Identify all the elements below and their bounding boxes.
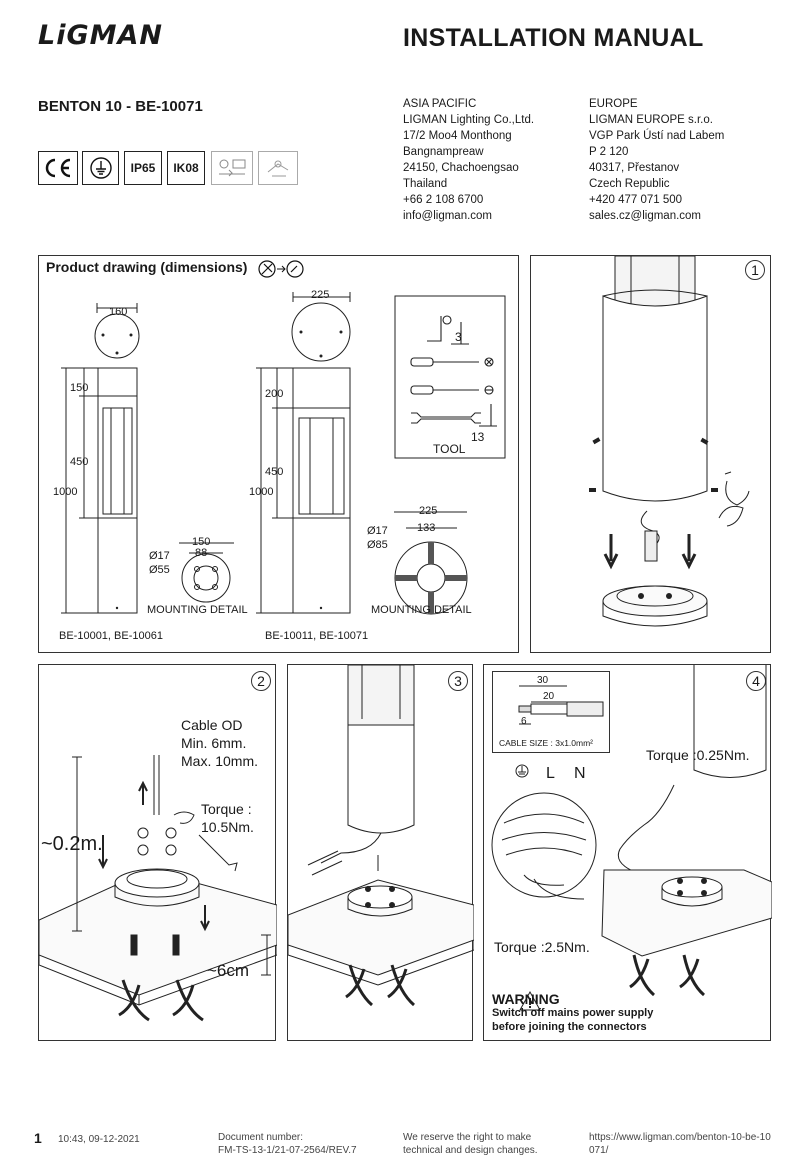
cable-min-label: Min. 6mm. xyxy=(181,735,247,751)
step-1-number: 1 xyxy=(745,260,765,280)
product-url-line-1[interactable]: https://www.ligman.com/benton-10-be-10 xyxy=(589,1132,771,1143)
height-label: ~0.2m. xyxy=(41,833,103,855)
mounting-icon xyxy=(258,151,298,185)
dim-right-lens: 450 xyxy=(265,466,284,478)
dim-right-total: 1000 xyxy=(249,486,274,498)
europe-city: 40317, Přestanov xyxy=(589,162,680,174)
warning-line-1: Switch off mains power supply xyxy=(492,1007,654,1019)
step-1-panel: 1 xyxy=(530,255,771,653)
dim-left-total: 1000 xyxy=(53,486,78,498)
dimension-drawings xyxy=(61,292,506,615)
drawing-title: Product drawing (dimensions) xyxy=(46,259,248,275)
mount-left-outer: 150 xyxy=(192,536,211,548)
document-number-label: Document number: xyxy=(218,1132,304,1143)
rights-notice: We reserve the right to make technical a… xyxy=(403,1131,538,1157)
europe-region: EUROPE xyxy=(589,98,638,110)
mount-right-hole: Ø17 xyxy=(367,525,388,537)
asia-district: Bangnampreaw xyxy=(403,146,484,158)
screwdriver-arrow-icon xyxy=(258,260,304,278)
ce-mark-icon xyxy=(38,151,78,185)
product-url-line-2[interactable]: 071/ xyxy=(589,1145,609,1156)
hex-key-size: 3 xyxy=(455,330,462,344)
cable-size-label: CABLE SIZE : 3x1.0mm² xyxy=(499,738,593,748)
europe-company: LIGMAN EUROPE s.r.o. xyxy=(589,114,713,126)
document-number: Document number: FM-TS-13-1/21-07-2564/R… xyxy=(218,1131,357,1157)
ligman-logo: LiGMAN xyxy=(38,20,163,51)
europe-district: P 2 120 xyxy=(589,146,629,158)
cable-strip-illustration xyxy=(518,685,604,725)
depth-label: ~6cm xyxy=(207,961,250,980)
step-3-number: 3 xyxy=(448,671,468,691)
warning-line-2: before joining the connectors xyxy=(492,1021,647,1033)
live-terminal-label: L xyxy=(546,765,555,782)
asia-street: 17/2 Moo4 Monthong xyxy=(403,130,512,142)
strip-length-6: 6 xyxy=(521,716,527,727)
document-number-value: FM-TS-13-1/21-07-2564/REV.7 xyxy=(218,1145,357,1156)
mount-left-hole: Ø17 xyxy=(149,550,170,562)
page-title: INSTALLATION MANUAL xyxy=(403,24,704,52)
warning-title: WARNING xyxy=(492,991,560,1007)
step-3-illustration xyxy=(288,665,474,1007)
europe-email[interactable]: sales.cz@ligman.com xyxy=(589,210,702,222)
asia-email[interactable]: info@ligman.com xyxy=(403,210,493,222)
models-right: BE-10011, BE-10071 xyxy=(265,630,369,642)
neutral-terminal-label: N xyxy=(574,765,586,782)
dim-left-head: 150 xyxy=(70,382,89,394)
product-url[interactable]: https://www.ligman.com/benton-10-be-10 0… xyxy=(589,1131,771,1157)
asia-company: LIGMAN Lighting Co.,Ltd. xyxy=(403,114,535,126)
wrench-size: 13 xyxy=(471,430,485,444)
tool-label: TOOL xyxy=(433,442,466,456)
cable-max-label: Max. 10mm. xyxy=(181,753,259,769)
step-1-illustration xyxy=(589,256,750,627)
dim-top-right: 225 xyxy=(311,289,330,301)
dim-left-lens: 450 xyxy=(70,456,89,468)
rights-notice-line-2: technical and design changes. xyxy=(403,1145,538,1156)
cable-od-label: Cable OD xyxy=(181,717,243,733)
mount-left-inner: 88 xyxy=(195,547,208,559)
asia-country: Thailand xyxy=(403,178,448,190)
step-4-panel: 4 30 20 6 CABLE SIZE : 3x1.0mm² xyxy=(483,664,772,1041)
asia-city: 24150, Chachoengsao xyxy=(403,162,519,174)
earth-class-icon xyxy=(82,151,119,185)
mount-label-left: MOUNTING DETAIL xyxy=(147,604,248,616)
mount-right-inner: 133 xyxy=(417,522,436,534)
cable-strip-box: 30 20 6 CABLE SIZE : 3x1.0mm² xyxy=(492,671,610,753)
step-2-number: 2 xyxy=(251,671,271,691)
torque-top-label: Torque :0.25Nm. xyxy=(646,747,750,763)
torque-label: Torque : xyxy=(201,801,252,817)
asia-region: ASIA PACIFIC xyxy=(403,98,477,110)
europe-phone: +420 477 071 500 xyxy=(589,194,683,206)
asia-contact: ASIA PACIFIC LIGMAN Lighting Co.,Ltd. 17… xyxy=(403,96,534,224)
step-3-panel: 3 xyxy=(287,664,474,1041)
torque-value: 10.5Nm. xyxy=(201,819,254,835)
product-drawing-panel: Product drawing (dimensions) xyxy=(38,255,519,653)
print-timestamp: 10:43, 09-12-2021 xyxy=(58,1134,140,1145)
product-name: BENTON 10 - BE-10071 xyxy=(38,98,203,115)
mount-right-outer: 225 xyxy=(419,505,438,517)
rights-notice-line-1: We reserve the right to make xyxy=(403,1132,532,1143)
europe-country: Czech Republic xyxy=(589,178,670,190)
mount-left-center: Ø55 xyxy=(149,564,170,576)
installation-icon xyxy=(211,151,253,185)
step-2-panel: 2 Cable OD Min. 6mm. Max. 10mm. Torque :… xyxy=(38,664,277,1041)
mount-label-right: MOUNTING DETAIL xyxy=(371,604,472,616)
europe-street: VGP Park Ústí nad Labem xyxy=(589,130,725,142)
models-left: BE-10001, BE-10061 xyxy=(59,630,163,642)
mount-right-center: Ø85 xyxy=(367,539,388,551)
strip-length-30: 30 xyxy=(537,675,549,686)
torque-bottom-label: Torque :2.5Nm. xyxy=(494,939,590,955)
asia-phone: +66 2 108 6700 xyxy=(403,194,484,206)
dim-right-head: 200 xyxy=(265,388,284,400)
step-2-illustration xyxy=(39,755,277,1022)
dim-top-left: 160 xyxy=(109,306,128,318)
step-4-illustration xyxy=(491,665,772,1011)
europe-contact: EUROPE LIGMAN EUROPE s.r.o. VGP Park Úst… xyxy=(589,96,724,224)
ik08-badge: IK08 xyxy=(167,151,205,185)
strip-length-20: 20 xyxy=(543,691,555,702)
page-number: 1 xyxy=(34,1130,42,1146)
ip65-badge: IP65 xyxy=(124,151,162,185)
